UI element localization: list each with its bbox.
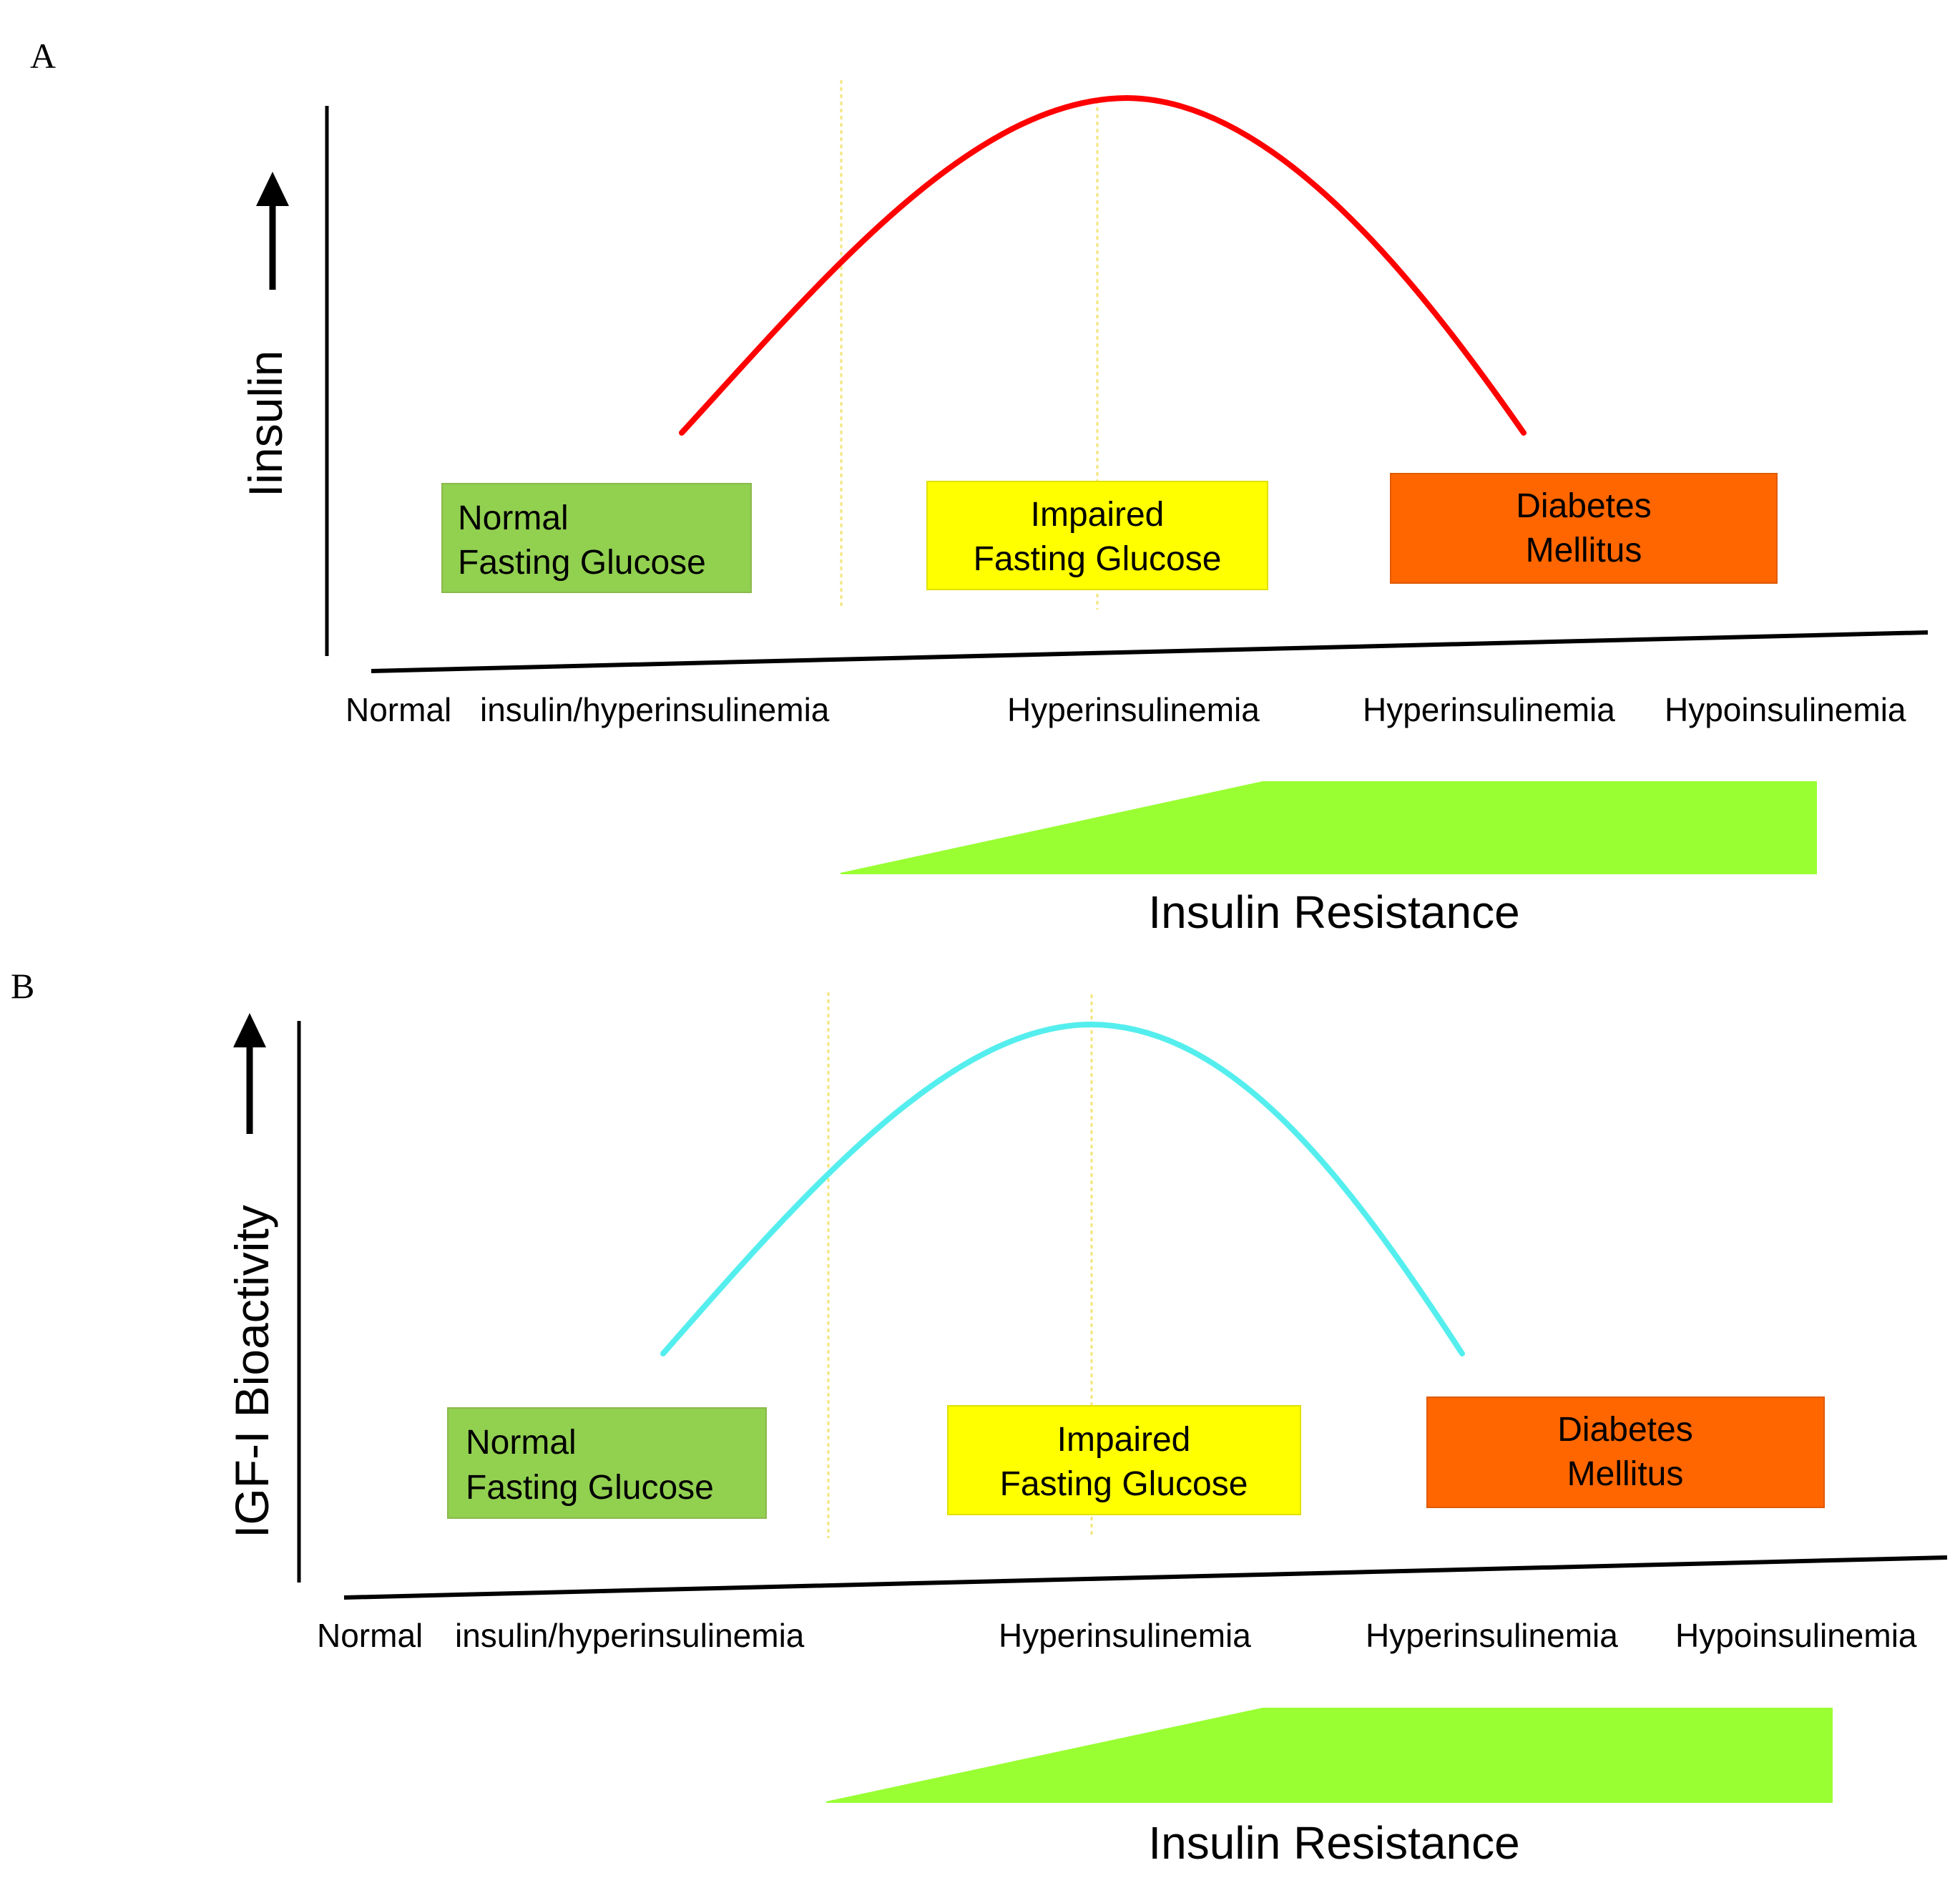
panel-b-box-normal-line1: Normal <box>466 1424 577 1462</box>
panel-a-letter: A <box>30 36 56 76</box>
panel-b-box-impaired-line2: Fasting Glucose <box>1000 1465 1248 1503</box>
panel-a-x-axis <box>371 630 1929 673</box>
panel-b-x-axis <box>343 1555 1948 1600</box>
panel-b-xlabel-hypoinsulinemia: Hypoinsulinemia <box>1675 1617 1917 1654</box>
panel-a-xlabel-normal: Normal <box>346 691 451 728</box>
panel-a-xlabel-hyperinsulinemia-2: Hyperinsulinemia <box>1363 691 1615 728</box>
panel-a-box-normal: Normal Fasting Glucose <box>441 483 752 593</box>
panel-b-y-axis-label: IGF-I Bioactivity <box>225 1205 278 1538</box>
panel-b-xlabel-insulin-hyperinsulinemia: insulin/hyperinsulinemia <box>455 1617 805 1654</box>
panel-a-box-normal-line2: Fasting Glucose <box>458 544 706 582</box>
panel-b-box-normal: Normal Fasting Glucose <box>447 1407 767 1519</box>
panel-b-box-diabetes-line2: Mellitus <box>1567 1455 1684 1493</box>
panel-a-xlabel-insulin-hyperinsulinemia: insulin/hyperinsulinemia <box>480 691 830 728</box>
panel-b-xlabel-hyperinsulinemia-2: Hyperinsulinemia <box>1366 1617 1618 1654</box>
panel-b-xlabel-normal: Normal <box>317 1617 423 1654</box>
panel-b-box-normal-line2: Fasting Glucose <box>466 1469 714 1507</box>
panel-b-box-impaired: Impaired Fasting Glucose <box>947 1405 1301 1515</box>
panel-a: A Iinsulin Normal Fasting Glucose Impair… <box>30 36 1929 938</box>
panel-b-box-impaired-line1: Impaired <box>1057 1421 1191 1459</box>
panel-b-box-diabetes-line1: Diabetes <box>1557 1411 1692 1449</box>
panel-a-xlabel-hyperinsulinemia-1: Hyperinsulinemia <box>1007 691 1260 728</box>
panel-a-y-axis-label: Iinsulin <box>239 351 292 497</box>
panel-a-y-arrow-icon <box>256 172 289 290</box>
panel-a-box-diabetes-line1: Diabetes <box>1516 487 1651 525</box>
panel-b-insulin-resistance-wedge <box>826 1708 1833 1803</box>
panel-a-insulin-resistance-label: Insulin Resistance <box>1148 886 1519 938</box>
panel-b-box-diabetes: Diabetes Mellitus <box>1426 1397 1825 1508</box>
panel-b-y-arrow-icon <box>233 1013 266 1134</box>
panel-b-xlabel-hyperinsulinemia-1: Hyperinsulinemia <box>999 1617 1251 1654</box>
panel-a-insulin-resistance-wedge <box>841 781 1817 874</box>
panel-a-insulin-curve <box>679 94 1527 436</box>
panel-a-box-impaired-line2: Fasting Glucose <box>974 540 1222 578</box>
panel-a-xlabel-hypoinsulinemia: Hypoinsulinemia <box>1665 691 1906 728</box>
panel-a-box-normal-line1: Normal <box>458 499 569 537</box>
panel-b-igf-curve <box>660 1021 1465 1356</box>
panel-a-box-impaired: Impaired Fasting Glucose <box>926 481 1268 590</box>
panel-a-box-diabetes-line2: Mellitus <box>1526 532 1642 569</box>
panel-b-letter: B <box>11 966 34 1006</box>
panel-b: B IGF-I Bioactivity Normal Fasting Gluco… <box>11 966 1948 1869</box>
panel-b-insulin-resistance-label: Insulin Resistance <box>1148 1817 1519 1869</box>
panel-a-box-impaired-line1: Impaired <box>1031 496 1165 534</box>
panel-a-box-diabetes: Diabetes Mellitus <box>1390 473 1778 584</box>
